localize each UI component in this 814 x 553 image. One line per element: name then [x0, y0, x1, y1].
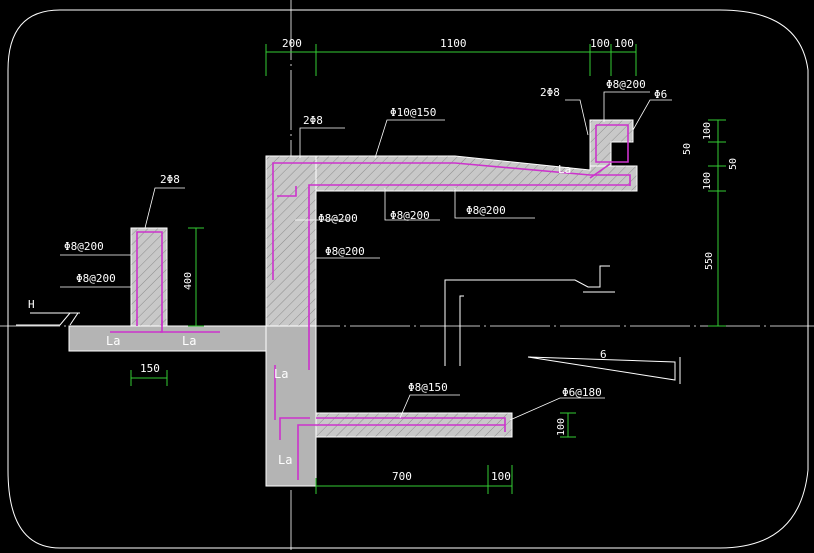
anchorage-label-la-5: La [558, 163, 571, 176]
rebar-label-bottom-phi8-150: Φ8@150 [408, 381, 448, 394]
rebar-label-tip-phi8-200: Φ8@200 [606, 78, 646, 91]
dim-bottom-right-100: 100 [556, 418, 567, 436]
rebar-label-wall-phi8-200-c: Φ8@200 [325, 245, 365, 258]
dim-top-100a: 100 [590, 37, 610, 50]
rebar-label-tip-2phi8: 2Φ8 [540, 86, 560, 99]
rebar-label-wall-phi8-200-a: Φ8@200 [318, 212, 358, 225]
dim-left-150: 150 [140, 362, 160, 375]
dim-bottom-700: 700 [392, 470, 412, 483]
rebar-label-left-phi8-200-a: Φ8@200 [64, 240, 104, 253]
rebar-label-phi10-150: Φ10@150 [390, 106, 436, 119]
dim-right-100-mid: 100 [702, 172, 713, 190]
rebar-label-wall-phi8-200-b: Φ8@200 [390, 209, 430, 222]
level-mark-h: H [28, 298, 35, 311]
dim-bottom-100: 100 [491, 470, 511, 483]
rebar-group [110, 124, 631, 480]
detail-sketch [16, 265, 681, 384]
dimension-lines [130, 44, 726, 494]
top-cantilever-slab [315, 155, 638, 192]
tip-upstand [589, 119, 634, 167]
dim-right-50-right: 50 [728, 158, 739, 170]
rebar-label-slab-phi8-200: Φ8@200 [466, 204, 506, 217]
rebar-label-left-2phi8: 2Φ8 [160, 173, 180, 186]
dim-right-100-top: 100 [702, 122, 713, 140]
dim-top-200: 200 [282, 37, 302, 50]
left-base-slab [68, 325, 267, 352]
anchorage-label-la-4: La [278, 453, 292, 467]
rebar-label-bottom-phi6-180: Φ6@180 [562, 386, 602, 399]
dim-top-100b: 100 [614, 37, 634, 50]
rebar-label-top-2phi8: 2Φ8 [303, 114, 323, 127]
dim-right-50-left: 50 [682, 143, 693, 155]
anchorage-label-la-3: La [274, 367, 288, 381]
dim-left-400: 400 [183, 272, 194, 290]
dim-slope-6: 6 [600, 348, 607, 361]
rebar-label-left-phi8-200-b: Φ8@200 [76, 272, 116, 285]
dim-right-550: 550 [704, 252, 715, 270]
anchorage-label-la-2: La [182, 334, 196, 348]
rebar-label-tip-phi6: Φ6 [654, 88, 667, 101]
leader-lines [60, 91, 672, 421]
dim-top-1100: 1100 [440, 37, 467, 50]
viewport-frame [7, 9, 809, 549]
anchorage-label-la-1: La [106, 334, 120, 348]
